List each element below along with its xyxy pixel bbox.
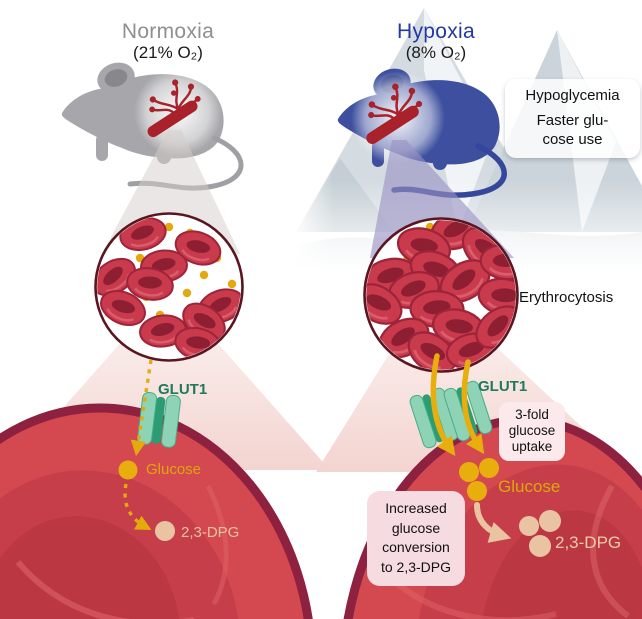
dpg-label-normoxia: 2,3-DPG [181, 524, 240, 541]
glucose-molecules-hypoxia [459, 458, 499, 501]
blood-circle-normoxia [94, 212, 244, 362]
blood-circle-hypoxia [363, 217, 519, 373]
conversion-line3: conversion [382, 539, 450, 556]
normoxia-title: Normoxia [121, 20, 215, 43]
dpg-molecule [155, 521, 175, 541]
glucose-conversion-box: Increased glucose conversion to 2,3-DPG [367, 491, 465, 587]
glut1-label-hypoxia: GLUT1 [478, 378, 528, 395]
conversion-line1: Increased [385, 500, 447, 516]
glucose-label-hypoxia: Glucose [498, 477, 561, 496]
erythrocytosis-label: Erythrocytosis [519, 289, 614, 306]
hypoglycemia-box: Hypoglycemia Faster glu- cose use [505, 79, 640, 158]
uptake-line3: uptake [511, 438, 553, 454]
hypoxia-oxygen-level: (8% O₂) [405, 43, 467, 62]
dpg-label-hypoxia: 2,3-DPG [555, 533, 622, 552]
glut1-channel-normoxia [137, 391, 181, 448]
erythrocyte-closeup-normoxia [0, 403, 313, 619]
glucose-molecule [118, 460, 138, 480]
glucose-to-dpg-arrow-hypoxia [474, 502, 512, 543]
conversion-line2: glucose [391, 519, 441, 536]
conversion-line4: to 2,3-DPG [380, 558, 452, 575]
normoxia-oxygen-level: (21% O₂) [133, 43, 203, 62]
faster-glucose-line2: cose use [542, 130, 603, 148]
hypoxia-title: Hypoxia [397, 20, 475, 43]
glut1-label-normoxia: GLUT1 [158, 381, 208, 398]
hypoglycemia-label: Hypoglycemia [525, 87, 620, 104]
glucose-uptake-box: 3-fold glucose uptake [499, 402, 565, 461]
glucose-label-normoxia: Glucose [146, 461, 202, 478]
faster-glucose-line1: Faster glu- [536, 112, 609, 130]
glucose-uptake-arrows-hypoxia [430, 353, 485, 457]
uptake-line2: glucose [508, 422, 556, 438]
dpg-molecules-hypoxia [519, 510, 561, 557]
uptake-line1: 3-fold [515, 407, 549, 422]
